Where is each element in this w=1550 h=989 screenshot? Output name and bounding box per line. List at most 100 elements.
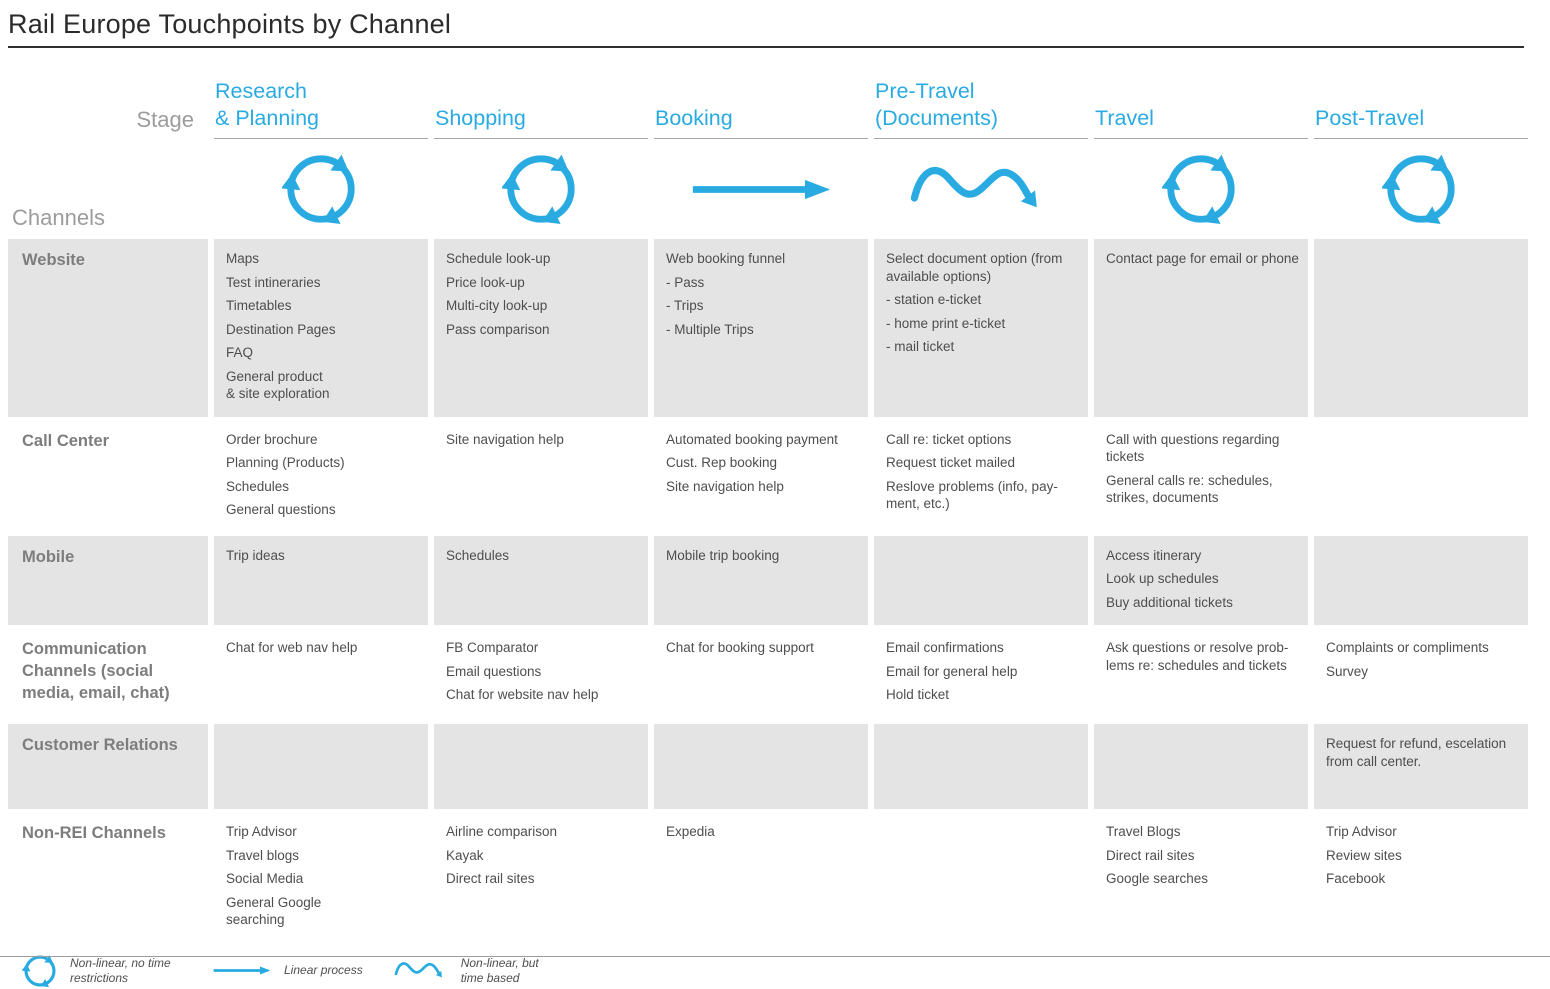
touchpoint-item: Travel Blogs xyxy=(1106,824,1181,839)
channel-label: Communication Channels (social media, em… xyxy=(22,640,170,702)
touchpoint-item: General questions xyxy=(226,502,336,517)
touchpoint-item: Call re: ticket options xyxy=(886,431,1012,447)
matrix-cell-website-travel: Contact page for email or phone xyxy=(1094,239,1308,417)
matrix-cell-website-booking: Web booking funnel - Pass - Trips - Multipl… xyxy=(654,239,868,417)
legend-item-linear-process: Linear process xyxy=(212,963,363,978)
touchpoint-item: Google searches xyxy=(1106,871,1209,886)
touchpoint-item: Travel blogs xyxy=(226,847,300,863)
stage-header-pre-travel-documents: Pre-Travel (Documents) xyxy=(874,60,1088,139)
touchpoint-item: Test intineraries xyxy=(226,274,321,290)
matrix-cell-customer-relations-research-planning xyxy=(214,724,428,809)
touchpoint-item: - home print e-ticket xyxy=(886,315,1006,331)
stage-header-shopping: Shopping xyxy=(434,60,648,139)
matrix-cell-mobile-shopping: Schedules xyxy=(434,535,648,625)
matrix-cell-mobile-post-travel xyxy=(1314,535,1528,625)
touchpoint-item: Destination Pages xyxy=(226,321,336,337)
stage-header-post-travel: Post-Travel xyxy=(1314,60,1528,139)
touchpoint-item: Schedules xyxy=(446,547,510,563)
title-divider xyxy=(8,46,1524,48)
touchpoint-item: General product & site exploration xyxy=(226,368,330,402)
touchpoint-item: General calls re: schedules, strikes, do… xyxy=(1106,472,1273,506)
legend-label: Non-linear, no time restrictions xyxy=(70,956,171,985)
touchpoint-item: Direct rail sites xyxy=(446,871,535,886)
matrix-cell-communication-channels-social-media-email-chat-travel: Ask questions or resolve prob-lems re: s… xyxy=(1094,628,1308,721)
touchpoint-item: Chat for booking support xyxy=(666,640,814,655)
touchpoint-item: Pass comparison xyxy=(446,321,550,337)
arrow-icon xyxy=(212,964,272,977)
touchpoint-item: Trip ideas xyxy=(226,547,285,563)
touchpoint-item: Site navigation help xyxy=(666,478,784,494)
touchpoint-item: General Google searching xyxy=(226,894,322,928)
stage-header-research-planning: Research & Planning xyxy=(214,60,428,139)
channels-axis-label: Channels xyxy=(12,205,105,230)
stage-header-travel: Travel xyxy=(1094,60,1308,139)
touchpoint-item: Mobile trip booking xyxy=(666,547,780,563)
touchpoint-item: - Multiple Trips xyxy=(666,321,754,337)
channel-label: Website xyxy=(8,239,208,417)
cycle-icon xyxy=(214,139,428,239)
legend-item-non-linear-but-time-based: Non-linear, but time based xyxy=(393,956,553,985)
touchpoint-item: Maps xyxy=(226,251,260,266)
matrix-cell-customer-relations-post-travel: Request for refund, escelation from call… xyxy=(1314,724,1528,809)
touchpoint-item: Schedules xyxy=(226,478,290,494)
touchpoint-item: Multi-city look-up xyxy=(446,298,548,313)
touchpoint-item: Chat for web nav help xyxy=(226,640,358,655)
cycle-icon xyxy=(1314,139,1528,239)
touchpoint-item: Complaints or compliments xyxy=(1326,640,1489,655)
matrix-cell-communication-channels-social-media-email-chat-research-planning: Chat for web nav help xyxy=(214,628,428,721)
touchpoint-item: Kayak xyxy=(446,847,484,863)
touchpoint-item: Contact page for email or phone xyxy=(1106,251,1299,266)
legend-label: Non-linear, but time based xyxy=(460,956,539,985)
touchpoint-item: Hold ticket xyxy=(886,687,950,702)
matrix-cell-mobile-research-planning: Trip ideas xyxy=(214,535,428,625)
stage-icon-row: Channels xyxy=(8,139,1550,239)
channel-label: Non-REI Channels xyxy=(22,824,166,842)
page-title: Rail Europe Touchpoints by Channel xyxy=(8,9,452,39)
matrix-cell-customer-relations-shopping xyxy=(434,724,648,809)
touchpoint-item: Order brochure xyxy=(226,431,318,447)
touchpoint-item: Social Media xyxy=(226,871,304,886)
touchpoint-item: Cust. Rep booking xyxy=(666,455,778,470)
touchpoint-item: Price look-up xyxy=(446,274,525,290)
touchpoint-item: - Trips xyxy=(666,298,704,313)
touchpoint-item: Direct rail sites xyxy=(1106,847,1195,863)
touchpoint-item: - Pass xyxy=(666,274,705,290)
legend-item-non-linear-no-time-restrictions: Non-linear, no time restrictions xyxy=(22,953,182,989)
touchpoint-item: Reslove problems (info, pay-ment, etc.) xyxy=(886,478,1058,512)
matrix-cell-communication-channels-social-media-email-chat-booking: Chat for booking support xyxy=(654,628,868,721)
touchpoint-item: - station e-ticket xyxy=(886,292,982,307)
touchpoint-item: Email questions xyxy=(446,663,542,679)
matrix-cell-customer-relations-travel xyxy=(1094,724,1308,809)
touchpoint-item: FAQ xyxy=(226,345,254,360)
touchpoint-item: Planning (Products) xyxy=(226,455,345,470)
touchpoint-item: Ask questions or resolve prob-lems re: s… xyxy=(1106,640,1289,673)
touchpoint-item: Call with questions regarding tickets xyxy=(1106,431,1280,465)
touchpoint-item: Web booking funnel xyxy=(666,251,786,266)
matrix-cell-customer-relations-pre-travel-documents xyxy=(874,724,1088,809)
touchpoint-item: Email confirmations xyxy=(886,640,1004,655)
channel-row-communication-channels-social-media-email-chat: Communication Channels (social media, em… xyxy=(8,628,1550,721)
touchpoint-item: Look up schedules xyxy=(1106,571,1219,586)
stage-header-booking: Booking xyxy=(654,60,868,139)
touchpoint-item: Request ticket mailed xyxy=(886,455,1016,470)
matrix-cell-mobile-pre-travel-documents xyxy=(874,535,1088,625)
matrix-cell-website-post-travel xyxy=(1314,239,1528,417)
matrix-cell-website-pre-travel-documents: Select document option (from available o… xyxy=(874,239,1088,417)
bottom-divider xyxy=(0,956,1550,957)
touchpoint-item: Access itinerary xyxy=(1106,547,1202,563)
